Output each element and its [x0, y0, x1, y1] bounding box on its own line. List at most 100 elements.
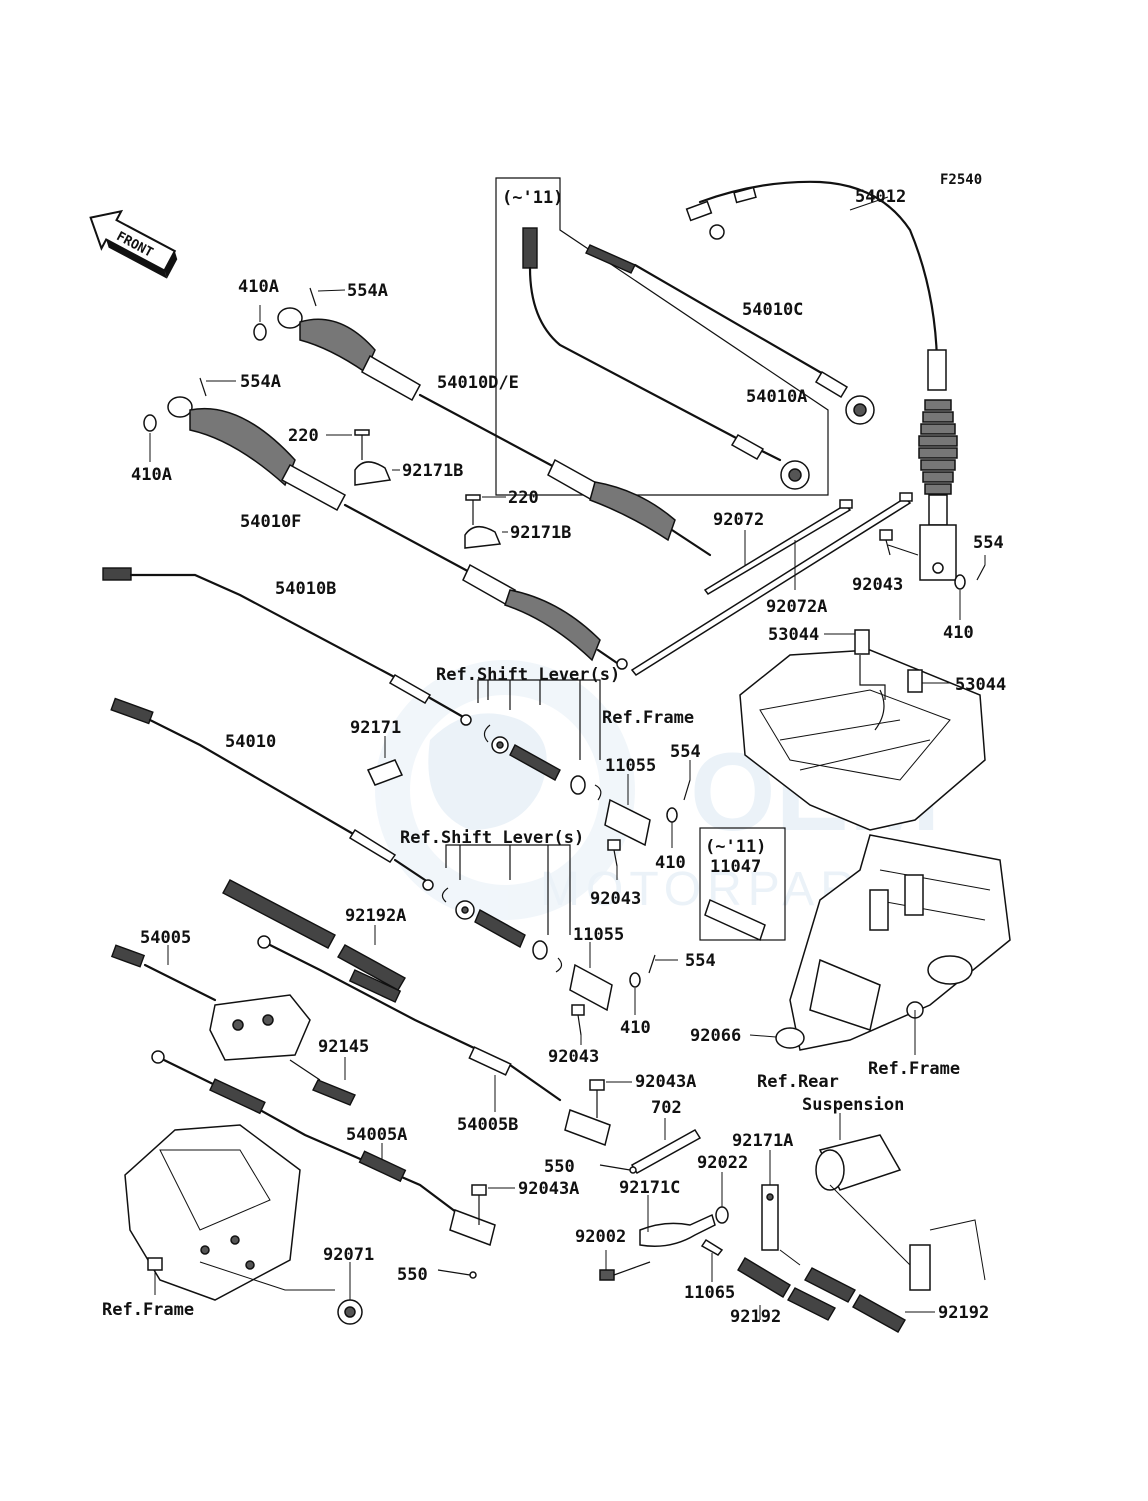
pin-554A-2: [199, 377, 207, 397]
label-11055-2: 11055: [573, 925, 624, 945]
joint-11047: [704, 898, 766, 942]
label-54005A: 54005A: [346, 1125, 407, 1145]
frame-lower-right: [789, 834, 1011, 1051]
washer-410-mid: [666, 807, 678, 823]
label-92171B-1: 92171B: [402, 461, 463, 481]
bracket-53044-2: [907, 669, 923, 693]
label-92066: 92066: [690, 1026, 741, 1046]
front-arrow-icon: FRONT: [89, 209, 178, 279]
label-54010C: 54010C: [742, 300, 803, 320]
label-702: 702: [651, 1098, 682, 1118]
label-54005: 54005: [140, 928, 191, 948]
label-53044-2: 53044: [955, 675, 1006, 695]
cap-92066: [775, 1027, 805, 1049]
ref-shift-lever-1: Ref.Shift Lever(s): [436, 665, 620, 685]
cable-54010C: [585, 244, 875, 425]
label-92043-2: 92043: [590, 889, 641, 909]
label-92043-3: 92043: [548, 1047, 599, 1067]
label-554-1: 554: [973, 533, 1004, 553]
spring-92192A-1: [222, 879, 336, 949]
ref-frame-1: Ref.Frame: [602, 708, 694, 728]
label-220-2: 220: [508, 488, 539, 508]
joint-11055-1: [604, 798, 651, 847]
bracket-53044-1: [854, 629, 870, 655]
cable-54010DE: [277, 307, 712, 557]
washer-410A-2: [143, 414, 157, 432]
label-410A-2: 410A: [131, 465, 172, 485]
pin-554-mid: [683, 779, 691, 801]
bolt-220-2: [465, 494, 481, 525]
label-92072: 92072: [713, 510, 764, 530]
pin-92043-low: [571, 1004, 585, 1036]
label-410-2: 410: [655, 853, 686, 873]
label-554A-1: 554A: [347, 281, 388, 301]
shift-lever-group-2: [441, 844, 571, 973]
label-54010B: 54010B: [275, 579, 336, 599]
ref-frame-2: Ref.Frame: [868, 1059, 960, 1079]
label-92192-2: 92192: [938, 1303, 989, 1323]
spring-92145: [312, 1079, 356, 1106]
bolt-92002: [599, 1261, 651, 1281]
label-11047: 11047: [710, 857, 761, 877]
year-note-lower: (~'11): [705, 837, 766, 857]
ref-frame-3: Ref.Frame: [102, 1300, 194, 1320]
label-92171: 92171: [350, 718, 401, 738]
pin-92043A-upper: [589, 1079, 605, 1118]
pin-550-lower: [437, 1269, 471, 1276]
rear-suspension-group: [815, 1134, 986, 1291]
pin-11065: [700, 1238, 724, 1256]
cable-54010F: [167, 396, 628, 670]
label-92192-1: 92192: [730, 1307, 781, 1327]
shift-lever-group-1: [477, 679, 602, 801]
joint-11055-2: [569, 963, 613, 1012]
clip-92171: [366, 759, 404, 786]
washer-410-low: [629, 972, 641, 988]
pin-554-top: [976, 564, 986, 581]
cable-tie-92072A: [630, 492, 913, 676]
label-54010F: 54010F: [240, 512, 301, 532]
label-53044-1: 53044: [768, 625, 819, 645]
cable-54005A: [151, 1050, 496, 1246]
washer-92022: [715, 1206, 729, 1224]
label-410-1: 410: [943, 623, 974, 643]
label-11065: 11065: [684, 1283, 735, 1303]
bolt-220-1: [354, 429, 370, 460]
rod-702: [630, 1128, 702, 1175]
year-note-upper: (~'11): [502, 188, 563, 208]
label-11055-1: 11055: [605, 756, 656, 776]
label-550-1: 550: [544, 1157, 575, 1177]
label-92145: 92145: [318, 1037, 369, 1057]
label-54010A: 54010A: [746, 387, 807, 407]
pin-92043-mid: [607, 839, 621, 867]
spring-92192-c: [804, 1267, 856, 1303]
label-92022: 92022: [697, 1153, 748, 1173]
figure-code: F2540: [940, 172, 982, 188]
clip-92171C: [639, 1213, 716, 1247]
label-92043-1: 92043: [852, 575, 903, 595]
label-554-2: 554: [670, 742, 701, 762]
frame-lower-left: [124, 1124, 335, 1301]
label-92192A: 92192A: [345, 906, 406, 926]
label-92171C: 92171C: [619, 1178, 680, 1198]
label-92072A: 92072A: [766, 597, 827, 617]
spring-92192-a: [737, 1257, 791, 1298]
ref-rear-2: Suspension: [802, 1095, 904, 1115]
cable-54005: [110, 944, 311, 1061]
cable-54010A: [522, 227, 810, 490]
pin-554-low: [648, 954, 656, 974]
label-92071: 92071: [323, 1245, 374, 1265]
washer-410A-1: [253, 323, 267, 341]
label-410-3: 410: [620, 1018, 651, 1038]
label-550-2: 550: [397, 1265, 428, 1285]
cable-54010: [110, 697, 434, 891]
label-220-1: 220: [288, 426, 319, 446]
year-range-box-upper: (~'11): [495, 177, 829, 496]
spring-92192-d: [852, 1294, 906, 1333]
cable-tie-92072: [703, 499, 853, 595]
ref-rear-1: Ref.Rear: [757, 1072, 839, 1092]
year-range-box-lower: (~'11): [699, 827, 786, 942]
label-92171A: 92171A: [732, 1131, 793, 1151]
label-54012: 54012: [855, 187, 906, 207]
pin-92043-top: [879, 529, 893, 556]
